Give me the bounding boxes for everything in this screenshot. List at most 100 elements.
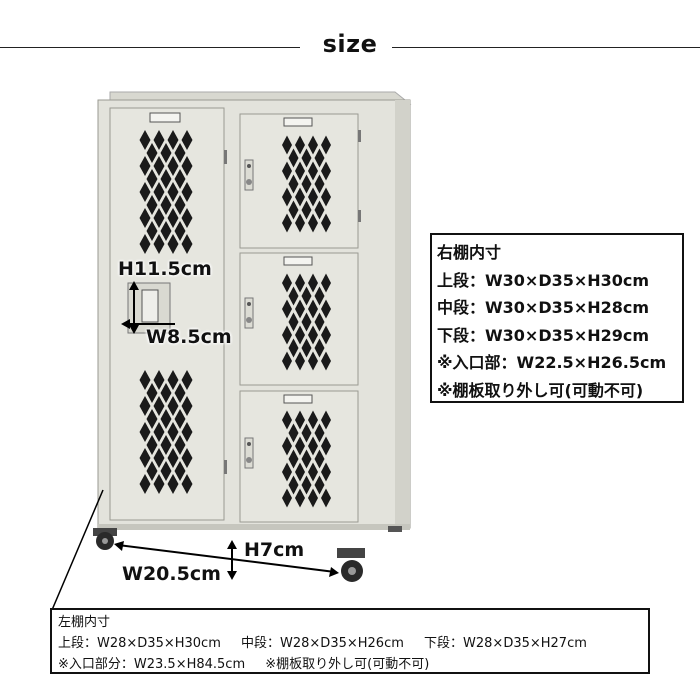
label-opening-width: W8.5cm: [146, 326, 232, 348]
perforation-hole: [146, 461, 158, 481]
perforation-hole: [146, 383, 158, 403]
perforation-hole: [308, 135, 318, 155]
perforation-hole: [314, 423, 325, 443]
cabinet-side: [395, 100, 410, 528]
perforation-hole: [160, 143, 172, 163]
perforation-hole: [301, 174, 312, 194]
perforation-hole: [146, 221, 158, 241]
right-shelf-upper: 上段：W30×D35×H30cm: [437, 270, 650, 290]
perforation-hole: [288, 200, 299, 220]
perforation-hole: [282, 213, 292, 233]
perforation-hole: [282, 462, 292, 482]
perforation-hole: [288, 475, 299, 495]
perforation-hole: [282, 187, 292, 207]
perforation-hole: [314, 286, 325, 306]
perforation-hole: [301, 148, 312, 168]
leader-line: [51, 489, 104, 611]
perforation-hole: [295, 410, 305, 430]
perforation-hole: [167, 130, 179, 150]
perforation-hole: [321, 325, 331, 345]
label-caster-height: H7cm: [244, 539, 305, 561]
left-shelf-sizes: 上段：W28×D35×H30cm 中段：W28×D35×H26cm 下段：W28…: [58, 633, 648, 654]
perforation-hole: [139, 156, 151, 176]
perforation-hole: [181, 208, 193, 228]
perforation-hole: [282, 351, 292, 371]
perforation-hole: [174, 435, 186, 455]
perforation-hole: [301, 449, 312, 469]
caster-back-right-icon: [388, 526, 402, 532]
left-shelf-entrance: ※入口部分：W23.5×H84.5cm: [58, 657, 246, 672]
perforation-hole: [308, 299, 318, 319]
right-shelf-middle: 中段：W30×D35×H28cm: [437, 298, 650, 317]
perforation-hole: [295, 273, 305, 293]
left-shelf-heading: 左棚内寸: [58, 615, 111, 630]
perforation-hole: [153, 208, 165, 228]
perforation-hole: [308, 410, 318, 430]
perforation-hole: [174, 383, 186, 403]
perforation-hole: [181, 474, 193, 494]
left-shelf-note: ※棚板取り外し可(可動不可): [265, 657, 430, 672]
perforation-hole: [295, 325, 305, 345]
label-opening-height: H11.5cm: [118, 258, 212, 280]
right-door-lower-handle: [283, 394, 313, 404]
perforation-hole: [295, 161, 305, 181]
perforation-hole: [282, 161, 292, 181]
perforation-hole: [153, 156, 165, 176]
perforation-hole: [174, 143, 186, 163]
perforation-hole: [321, 213, 331, 233]
perforation-hole: [167, 182, 179, 202]
perforation-hole: [153, 370, 165, 390]
perforation-hole: [321, 351, 331, 371]
perforation-hole: [295, 187, 305, 207]
right-door-middle-handle: [283, 256, 313, 266]
left-shelf-notes: ※入口部分：W23.5×H84.5cm ※棚板取り外し可(可動不可): [58, 654, 648, 675]
page-title: size: [322, 30, 378, 58]
perforation-hole: [282, 135, 292, 155]
perforation-hole: [308, 462, 318, 482]
perforation-hole: [295, 135, 305, 155]
perforation-hole: [314, 200, 325, 220]
perforation-hole: [153, 130, 165, 150]
left-shelf-lower: 下段：W28×D35×H27cm: [424, 636, 587, 651]
right-door-upper-handle: [283, 117, 313, 127]
perforation-hole: [146, 195, 158, 215]
right-door-upper-perforation: [282, 135, 331, 233]
perforation-hole: [153, 182, 165, 202]
left-door-latch: [141, 289, 159, 323]
perforation-hole: [160, 435, 172, 455]
perforation-hole: [314, 174, 325, 194]
perforation-hole: [288, 174, 299, 194]
perforation-hole: [181, 130, 193, 150]
perforation-hole: [146, 409, 158, 429]
perforation-hole: [181, 422, 193, 442]
perforation-hole: [146, 435, 158, 455]
perforation-hole: [301, 423, 312, 443]
perforation-hole: [153, 448, 165, 468]
perforation-hole: [139, 448, 151, 468]
perforation-hole: [308, 187, 318, 207]
perforation-hole: [321, 462, 331, 482]
right-shelf-entrance: ※入口部：W22.5×H26.5cm: [437, 353, 667, 372]
left-door-handle: [149, 112, 181, 123]
perforation-hole: [301, 286, 312, 306]
perforation-hole: [139, 234, 151, 254]
left-door-top-perforation: [139, 130, 193, 254]
perforation-hole: [301, 338, 312, 358]
perforation-hole: [308, 273, 318, 293]
perforation-hole: [160, 383, 172, 403]
perforation-hole: [282, 436, 292, 456]
perforation-hole: [308, 213, 318, 233]
perforation-hole: [153, 234, 165, 254]
caster-front-right-icon: [337, 548, 365, 582]
perforation-hole: [139, 370, 151, 390]
perforation-hole: [295, 462, 305, 482]
perforation-hole: [160, 461, 172, 481]
perforation-hole: [153, 474, 165, 494]
perforation-hole: [301, 475, 312, 495]
left-shelf-dimensions-box: 左棚内寸 上段：W28×D35×H30cm 中段：W28×D35×H26cm 下…: [50, 608, 650, 674]
perforation-hole: [301, 312, 312, 332]
perforation-hole: [321, 436, 331, 456]
perforation-hole: [321, 135, 331, 155]
perforation-hole: [146, 143, 158, 163]
right-door-lower-perforation: [282, 410, 331, 508]
